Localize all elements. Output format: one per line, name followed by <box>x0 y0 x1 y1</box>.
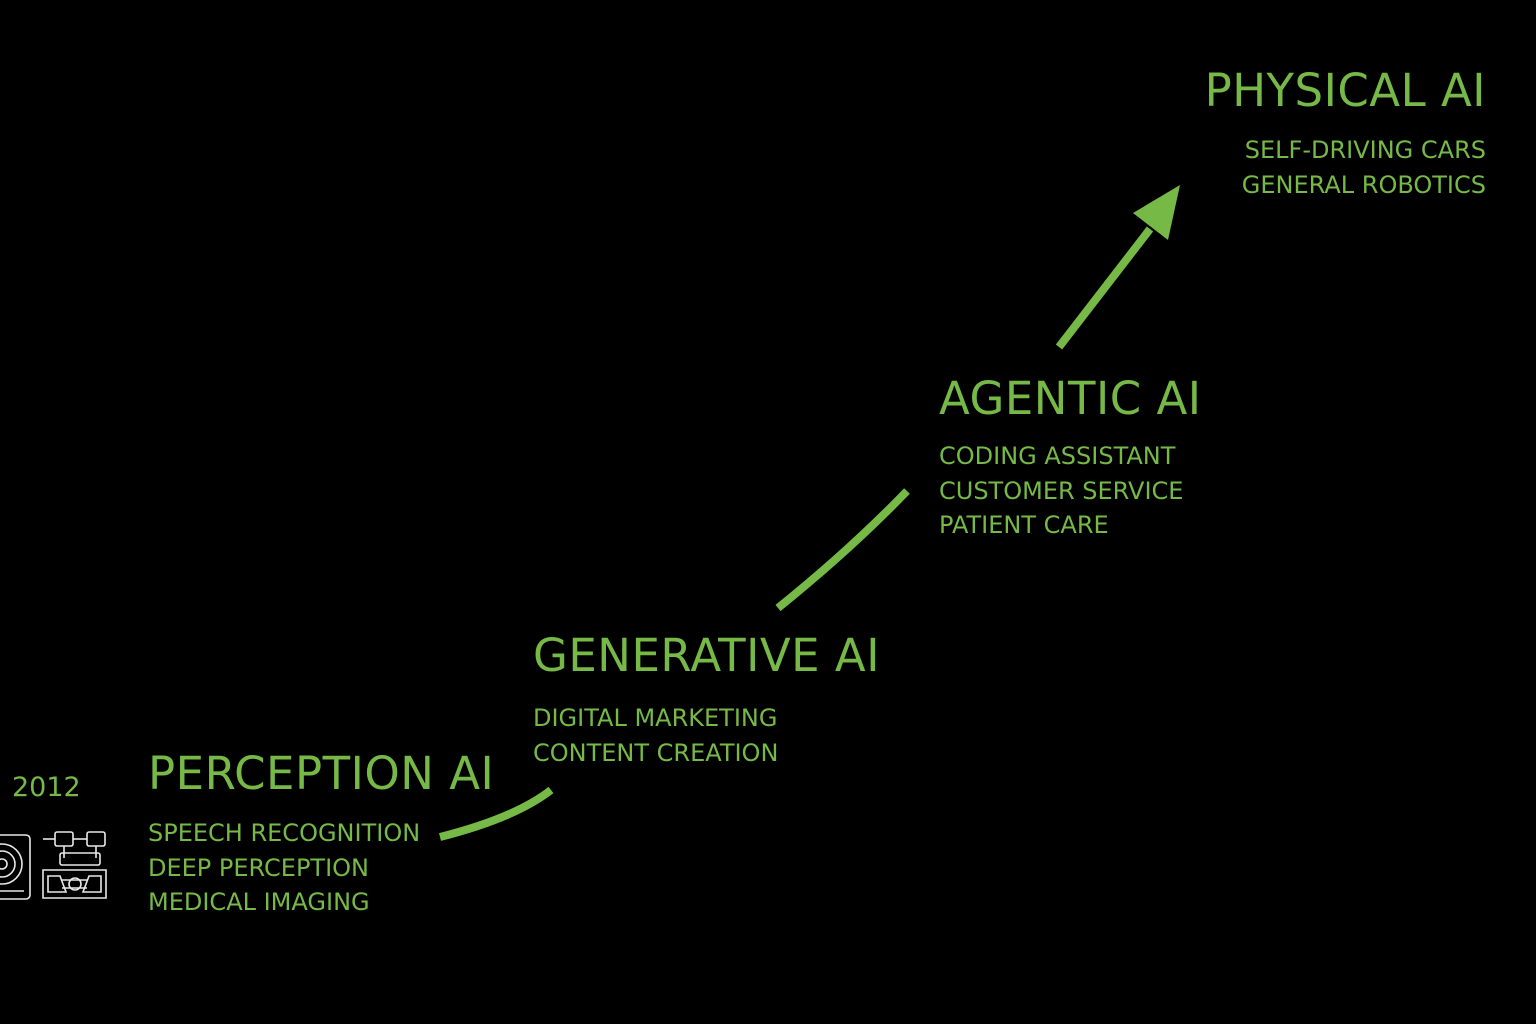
stage-item: SELF-DRIVING CARS <box>1244 136 1486 164</box>
stage-item: CODING ASSISTANT <box>939 442 1176 470</box>
stage-item: SPEECH RECOGNITION <box>148 819 421 847</box>
stage-item: CONTENT CREATION <box>533 738 779 767</box>
stage-item: MEDICAL IMAGING <box>148 888 370 916</box>
stage-item: CUSTOMER SERVICE <box>939 476 1184 505</box>
stage-list-generative: DIGITAL MARKETING CONTENT CREATION <box>533 701 778 770</box>
stage-item: GENERAL ROBOTICS <box>1241 170 1486 199</box>
stage-item: DIGITAL MARKETING <box>533 704 778 732</box>
connector-generative-to-agentic <box>775 488 910 612</box>
stage-list-perception: SPEECH RECOGNITION DEEP PERCEPTION MEDIC… <box>148 816 420 920</box>
stage-list-agentic: CODING ASSISTANT CUSTOMER SERVICE PATIEN… <box>939 439 1183 543</box>
stage-title-generative: GENERATIVE AI <box>533 629 880 682</box>
stage-title-perception: PERCEPTION AI <box>148 747 495 800</box>
connector-agentic-to-physical <box>1055 226 1154 350</box>
stage-title-physical: PHYSICAL AI <box>1204 64 1486 117</box>
arrowhead-icon <box>1133 185 1180 240</box>
stage-title-agentic: AGENTIC AI <box>939 372 1202 425</box>
robot-machine-icon <box>42 831 107 899</box>
disc-device-icon <box>0 834 31 900</box>
stage-item: DEEP PERCEPTION <box>148 853 370 882</box>
stage-list-physical: SELF-DRIVING CARS GENERAL ROBOTICS <box>1242 133 1486 202</box>
stage-item: PATIENT CARE <box>939 511 1109 539</box>
start-year-label: 2012 <box>12 772 81 803</box>
